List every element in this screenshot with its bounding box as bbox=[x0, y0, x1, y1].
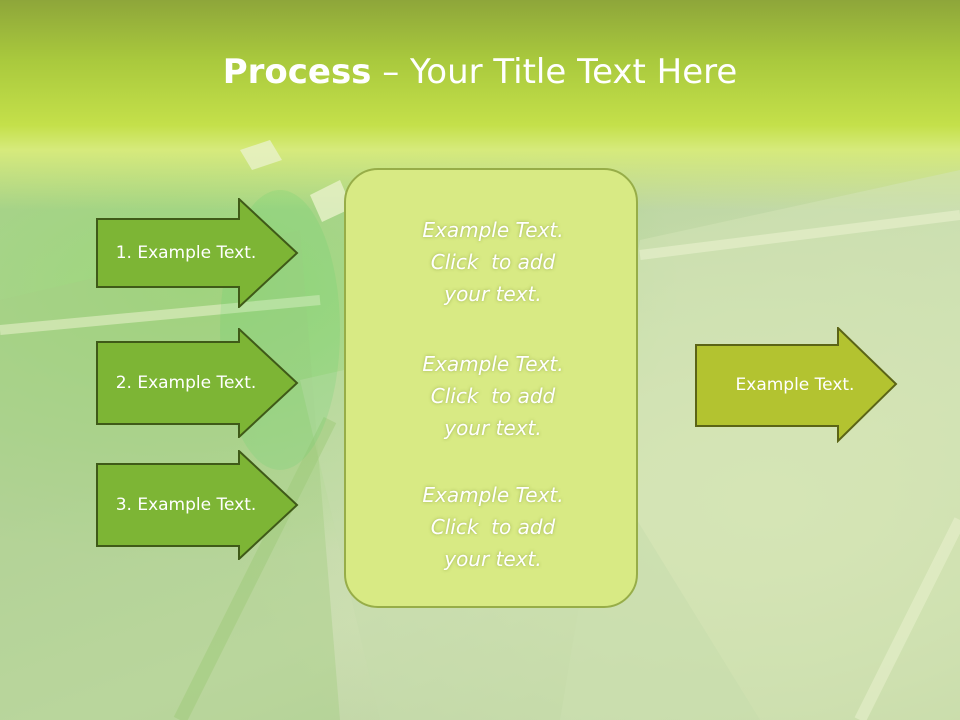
paragraph-line: your text. bbox=[444, 282, 542, 306]
result-arrow-label: Example Text. bbox=[735, 375, 855, 395]
step-arrow-3[interactable]: 3. Example Text. bbox=[96, 450, 300, 560]
arrow-shape-icon bbox=[96, 450, 299, 560]
step-arrow-1[interactable]: 1. Example Text. bbox=[96, 198, 300, 308]
arrow-shape-icon bbox=[695, 327, 898, 443]
title-bold: Process bbox=[222, 52, 372, 92]
arrow-shape-icon bbox=[96, 198, 299, 308]
title-rest: – Your Title Text Here bbox=[371, 52, 738, 92]
paragraph-line: Example Text. bbox=[422, 352, 564, 376]
center-paragraph-3[interactable]: Example Text. Click to add your text. bbox=[346, 479, 640, 575]
paragraph-line: Example Text. bbox=[422, 483, 564, 507]
paragraph-line: Click to add bbox=[430, 384, 556, 408]
paragraph-line: your text. bbox=[444, 416, 542, 440]
arrow-shape-icon bbox=[96, 328, 299, 438]
step-arrow-label: 3. Example Text. bbox=[115, 495, 257, 515]
paragraph-line: Example Text. bbox=[422, 218, 564, 242]
center-paragraph-2[interactable]: Example Text. Click to add your text. bbox=[346, 348, 640, 444]
center-text-box[interactable]: Example Text. Click to add your text. Ex… bbox=[344, 168, 638, 608]
paragraph-line: Click to add bbox=[430, 515, 556, 539]
step-arrow-label: 2. Example Text. bbox=[115, 373, 257, 393]
slide-title: Process – Your Title Text Here bbox=[0, 52, 960, 92]
step-arrow-label: 1. Example Text. bbox=[115, 243, 257, 263]
paragraph-line: your text. bbox=[444, 547, 542, 571]
step-arrow-2[interactable]: 2. Example Text. bbox=[96, 328, 300, 438]
result-arrow[interactable]: Example Text. bbox=[695, 327, 899, 443]
center-paragraph-1[interactable]: Example Text. Click to add your text. bbox=[346, 214, 640, 310]
paragraph-line: Click to add bbox=[430, 250, 556, 274]
